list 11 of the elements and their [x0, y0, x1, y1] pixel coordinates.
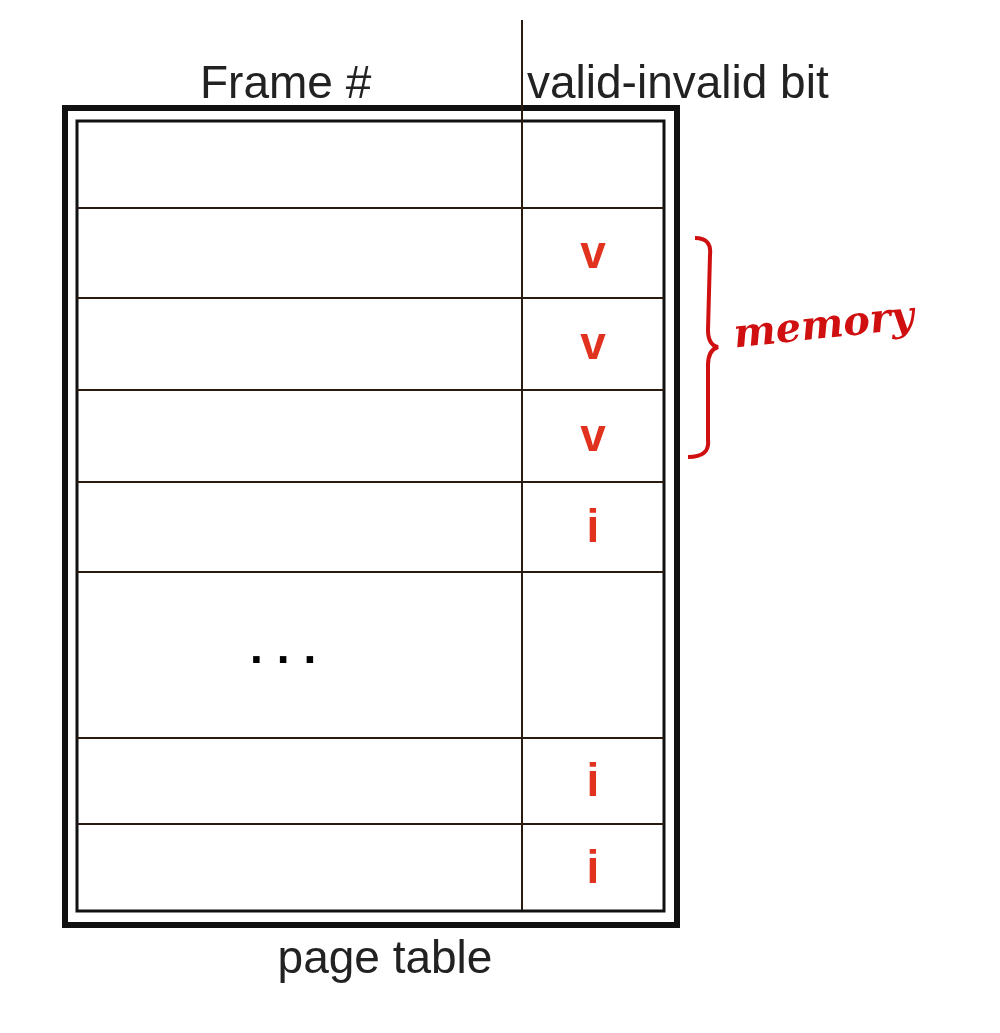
bit-value: v: [579, 225, 607, 279]
bit-value: v: [579, 408, 607, 462]
bit-value: i: [585, 499, 601, 553]
column-header: valid-invalid bit: [527, 55, 829, 109]
bit-value: i: [585, 753, 601, 807]
column-header: Frame #: [200, 55, 372, 109]
handwritten-note: memory: [731, 290, 917, 357]
bit-value: v: [579, 316, 607, 370]
table-caption: page table: [276, 930, 494, 984]
ellipsis: ...: [250, 620, 331, 674]
bit-value: i: [585, 839, 601, 894]
